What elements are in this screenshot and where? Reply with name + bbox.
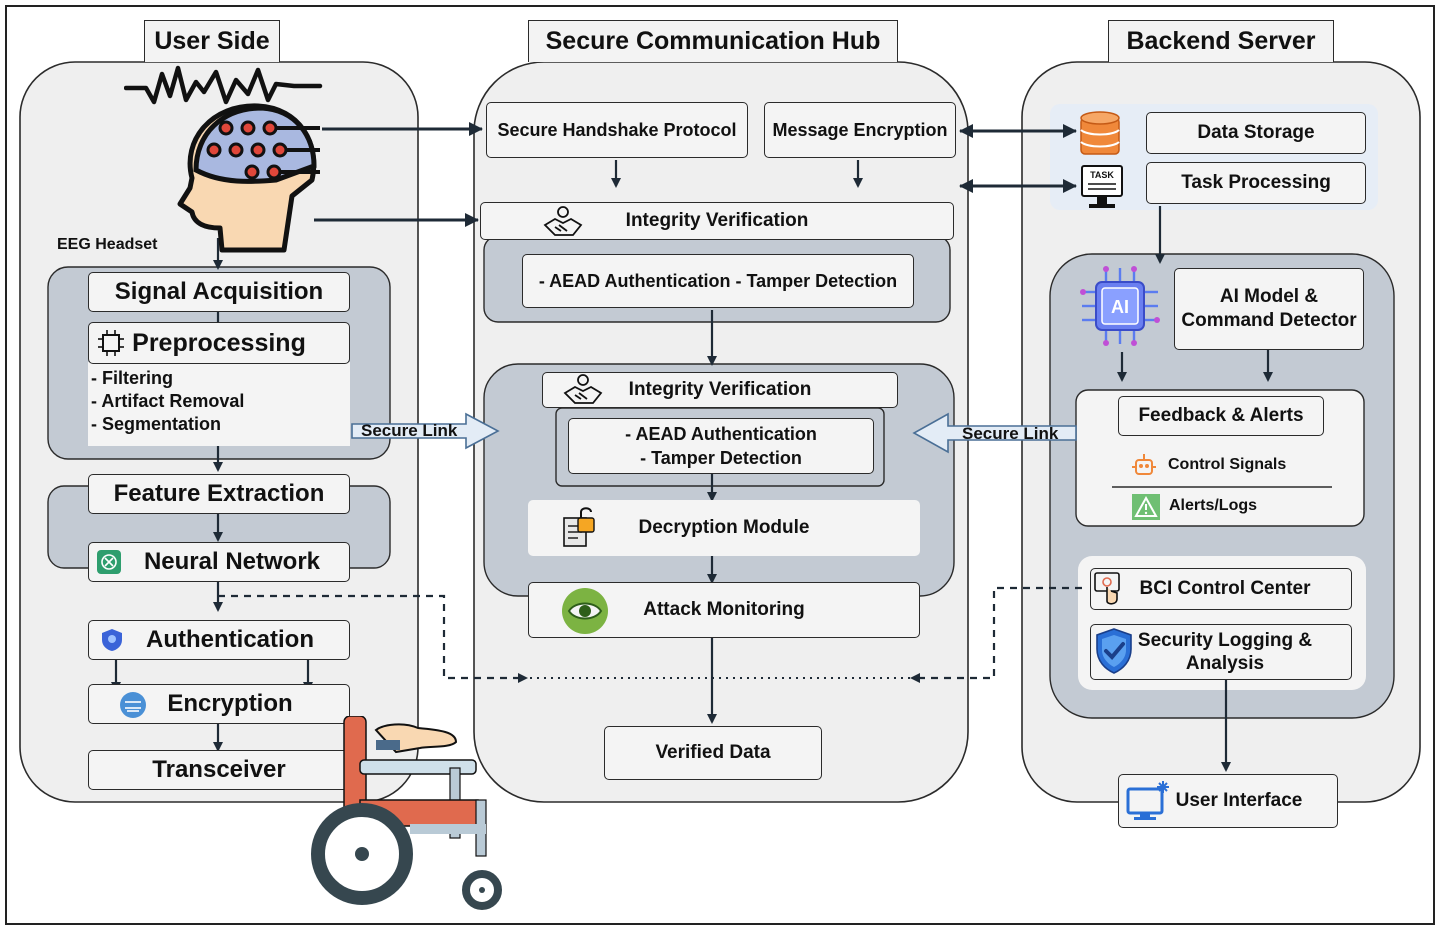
- handshake-icon: [543, 206, 583, 236]
- preprocessing-steps: - Filtering - Artifact Removal - Segment…: [91, 367, 244, 436]
- security-logging-line1: Security Logging &: [1137, 630, 1313, 651]
- preprocessing-label: Preprocessing: [132, 328, 306, 357]
- database-icon: [1080, 111, 1120, 155]
- secure-link-arrow-left: [351, 412, 500, 450]
- step-artifact-removal: - Artifact Removal: [91, 391, 245, 411]
- eeg-wave-icon: [124, 65, 323, 105]
- shield-check-icon: [1096, 628, 1132, 674]
- task-icon-text: TASK: [1090, 170, 1114, 180]
- authentication-box: Authentication: [88, 620, 350, 660]
- data-storage-box: Data Storage: [1146, 112, 1366, 154]
- encryption-icon: [120, 692, 146, 718]
- feature-extraction-box: Feature Extraction: [88, 474, 350, 514]
- ai-chip-icon: AI: [1080, 266, 1160, 346]
- chip-icon: [98, 330, 124, 356]
- aead-mid-box: - AEAD Authentication - Tamper Detection: [568, 418, 874, 474]
- eeg-headset-label: EEG Headset: [57, 236, 158, 253]
- signal-acquisition-box: Signal Acquisition: [88, 272, 350, 312]
- preprocessing-box: Preprocessing: [88, 322, 350, 364]
- step-filtering: - Filtering: [91, 368, 173, 388]
- ai-model-line2: Command Detector: [1181, 310, 1357, 331]
- secure-handshake-box: Secure Handshake Protocol: [486, 102, 748, 158]
- integrity-top-box: Integrity Verification: [480, 202, 954, 240]
- touch-control-icon: [1094, 572, 1120, 605]
- secure-link-arrow-right: [912, 412, 1077, 454]
- neural-network-icon: [97, 550, 121, 574]
- security-logging-line2: Analysis: [1185, 653, 1265, 674]
- authentication-label: Authentication: [146, 626, 314, 653]
- ai-icon-text: AI: [1111, 297, 1129, 317]
- user-interface-label: User Interface: [1175, 790, 1303, 811]
- header-hub: Secure Communication Hub: [528, 20, 898, 62]
- step-segmentation: - Segmentation: [91, 414, 222, 434]
- task-processing-box: Task Processing: [1146, 162, 1366, 204]
- monitor-icon: [1126, 781, 1169, 820]
- integrity-mid-label: Integrity Verification: [628, 379, 812, 400]
- encryption-label: Encryption: [167, 690, 293, 717]
- verified-data-box: Verified Data: [604, 726, 822, 780]
- aead-top-box: - AEAD Authentication - Tamper Detection: [522, 254, 914, 308]
- eye-icon: [562, 588, 608, 634]
- attack-monitoring-label: Attack Monitoring: [643, 599, 805, 620]
- alert-triangle-icon: [1132, 494, 1160, 520]
- header-user-side: User Side: [144, 20, 280, 62]
- feedback-alerts-box: Feedback & Alerts: [1118, 396, 1324, 436]
- aead-mid-line2: - Tamper Detection: [640, 448, 802, 468]
- ai-model-box: AI Model & Command Detector: [1174, 268, 1364, 350]
- bci-control-center-box: BCI Control Center: [1090, 568, 1352, 610]
- message-encryption-box: Message Encryption: [764, 102, 956, 158]
- user-interface-box: User Interface: [1118, 774, 1338, 828]
- secure-link-label-right: Secure Link: [962, 424, 1059, 443]
- attack-monitoring-box: Attack Monitoring: [528, 582, 920, 638]
- outer-frame: [5, 5, 1435, 925]
- authentication-icon: [102, 629, 122, 651]
- control-signals-icon: [1132, 454, 1156, 475]
- neural-network-label: Neural Network: [143, 548, 321, 575]
- decryption-icon: [563, 507, 595, 547]
- alerts-logs-label: Alerts/Logs: [1169, 497, 1258, 514]
- task-monitor-icon: TASK: [1081, 165, 1123, 208]
- secure-link-label-left: Secure Link: [361, 421, 458, 440]
- header-backend: Backend Server: [1108, 20, 1334, 62]
- head-eeg-icon: [177, 103, 320, 253]
- preprocessing-list-bg: [88, 362, 350, 446]
- dashed-link-user: [218, 594, 528, 683]
- integrity-mid-box: Integrity Verification: [542, 372, 898, 408]
- integrity-top-label: Integrity Verification: [625, 210, 809, 231]
- decryption-box: Decryption Module: [528, 500, 920, 556]
- wheelchair-icon: [311, 716, 502, 910]
- handshake-icon-mid: [563, 374, 603, 404]
- security-logging-box: Security Logging & Analysis: [1090, 624, 1352, 680]
- bci-control-center-label: BCI Control Center: [1139, 578, 1311, 599]
- transceiver-box: Transceiver: [88, 750, 350, 790]
- ai-model-line1: AI Model &: [1219, 286, 1319, 307]
- control-signals-label: Control Signals: [1168, 456, 1287, 473]
- dashed-link-backend: [910, 586, 1082, 683]
- aead-mid-line1: - AEAD Authentication: [625, 424, 817, 444]
- encryption-box: Encryption: [88, 684, 350, 724]
- neural-network-box: Neural Network: [88, 542, 350, 582]
- decryption-label: Decryption Module: [638, 517, 810, 538]
